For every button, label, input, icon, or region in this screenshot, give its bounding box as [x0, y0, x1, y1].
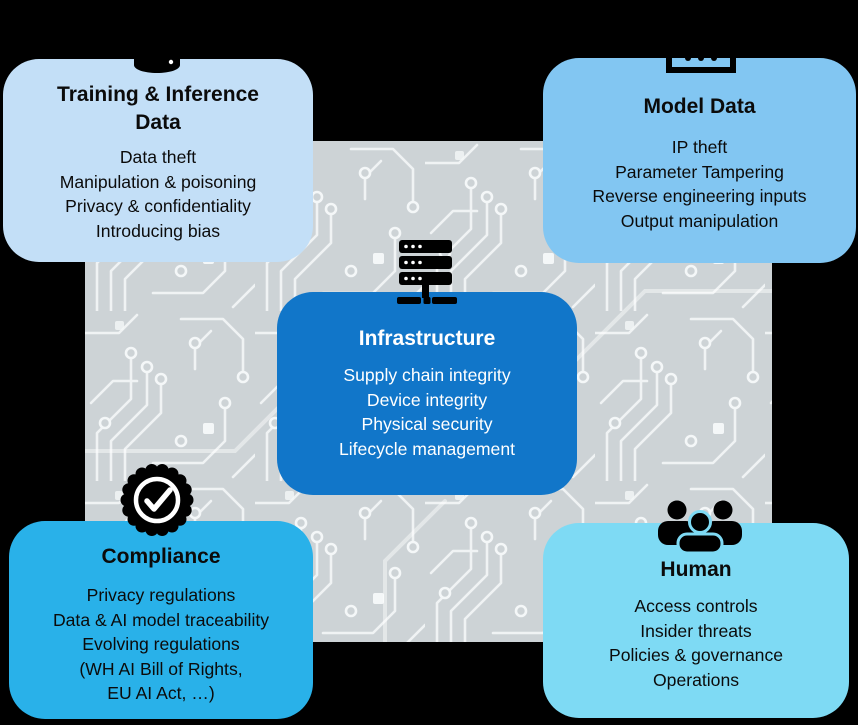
- card-item: Privacy & confidentiality: [65, 196, 251, 217]
- card-item: Privacy regulations: [86, 585, 236, 605]
- card-title: Training & Inference Data: [57, 83, 259, 134]
- server-rack-icon: [397, 240, 457, 304]
- database-icon: [134, 17, 180, 73]
- card-item: Insider threats: [640, 620, 752, 641]
- card-item: (WH AI Bill of Rights,: [79, 658, 243, 679]
- card-item: Device integrity: [366, 389, 488, 410]
- card-item: Lifecycle management: [338, 438, 516, 459]
- card-item: Policies & governance: [608, 645, 784, 666]
- card-item-list: Access controls Insider threats Policies…: [543, 594, 849, 692]
- card-item: Output manipulation: [620, 210, 779, 231]
- card-item: Access controls: [634, 596, 758, 616]
- calculator-icon: [666, 19, 736, 73]
- people-front-figure: [676, 510, 724, 554]
- card-item: Introducing bias: [95, 220, 221, 241]
- card-item: Supply chain integrity: [343, 365, 511, 385]
- card-item: Reverse engineering inputs: [592, 186, 807, 207]
- card-item-list: Data theft Manipulation & poisoning Priv…: [3, 145, 313, 243]
- card-item: Data theft: [119, 147, 197, 167]
- card-item: Operations: [652, 669, 740, 690]
- card-item: Manipulation & poisoning: [59, 171, 257, 192]
- card-item: Data & AI model traceability: [52, 609, 270, 630]
- certified-badge-icon: [120, 464, 194, 536]
- card-item: EU AI Act, …): [107, 683, 215, 704]
- card-title: Model Data: [643, 95, 756, 118]
- card-training-inference-data: Training & Inference Data Data theft Man…: [3, 59, 313, 262]
- card-compliance: Compliance Privacy regulations Data & AI…: [9, 521, 313, 719]
- people-group-icon: [658, 500, 742, 554]
- card-model-data: Model Data IP theft Parameter Tampering …: [543, 58, 856, 263]
- card-item-list: Privacy regulations Data & AI model trac…: [9, 583, 313, 706]
- card-title: Human: [660, 558, 732, 581]
- card-title: Compliance: [101, 545, 221, 568]
- card-item: IP theft: [671, 137, 728, 157]
- card-human: Human Access controls Insider threats Po…: [543, 523, 849, 718]
- card-item: Physical security: [361, 414, 493, 435]
- card-infrastructure: Infrastructure Supply chain integrity De…: [277, 292, 577, 495]
- card-title: Infrastructure: [358, 327, 496, 350]
- card-item: Evolving regulations: [82, 634, 240, 655]
- card-item-list: IP theft Parameter Tampering Reverse eng…: [543, 135, 856, 233]
- card-item: Parameter Tampering: [615, 161, 784, 182]
- card-item-list: Supply chain integrity Device integrity …: [277, 363, 577, 461]
